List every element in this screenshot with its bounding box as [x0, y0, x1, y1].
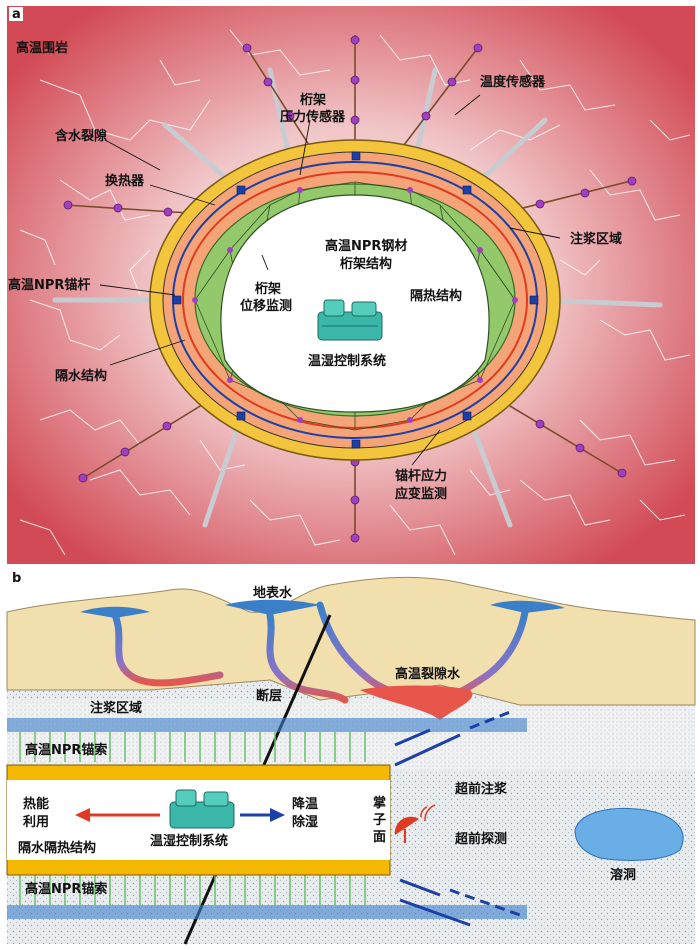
label-face-1: 掌: [373, 795, 386, 811]
label-hot-fissure-water: 高温裂隙水: [395, 666, 461, 682]
label-temperature-sensor: 温度传感器: [480, 74, 546, 90]
ground-hatch-band: [7, 700, 695, 770]
label-bolt-stress-2: 应变监测: [395, 486, 447, 502]
hot-fissure-water: [360, 685, 473, 720]
label-npr-cable-bottom: 高温NPR锚索: [25, 881, 107, 897]
label-heat-exchanger: 换热器: [105, 173, 145, 189]
label-npr-truss-2: 桁架结构: [340, 256, 392, 272]
advance-grouting-lines: [394, 710, 521, 927]
label-truss-pressure-1: 桁架: [300, 92, 326, 108]
npr-cable-lines: [19, 732, 366, 905]
label-npr-cable-top: 高温NPR锚索: [25, 742, 107, 758]
label-npr-anchor: 高温NPR锚杆: [8, 277, 90, 293]
panel-letter-bg-b: [9, 571, 23, 585]
panel-b: b 地表水 高温裂隙水 断层 注浆区域 高温NPR锚索 热能 利用 降温 除湿 …: [6, 568, 696, 945]
label-cool-2: 除湿: [292, 814, 318, 830]
label-bolt-stress-1: 锚杆应力: [395, 468, 447, 484]
arrow-right-cool: [270, 808, 285, 822]
label-face-3: 面: [373, 830, 386, 845]
label-water-fissure: 含水裂隙: [54, 128, 107, 144]
panel-letter-b: b: [12, 571, 21, 586]
label-fault: 断层: [256, 688, 282, 704]
label-high-temp-rock: 高温围岩: [16, 40, 68, 56]
label-truss-disp-1: 桁架: [255, 281, 281, 297]
monitor-nodes: [172, 151, 539, 449]
rock-fractures: [19, 29, 691, 556]
label-hvac-b: 温湿控制系统: [150, 833, 228, 849]
label-npr-truss-1: 高温NPR钢材: [325, 238, 407, 254]
npr-cable-band-top: [7, 718, 527, 732]
sensor-beads: [63, 35, 637, 543]
label-grouting-zone-b: 注浆区域: [90, 700, 142, 716]
panel-letter-bg: [9, 7, 23, 21]
hvac-unit: [317, 299, 383, 341]
sensor-line: [79, 399, 211, 481]
label-truss-pressure-2: 压力传感器: [280, 109, 346, 125]
label-heat-use-1: 热能: [23, 796, 49, 812]
label-insulation-waterproof: 隔水隔热结构: [18, 840, 96, 856]
label-face-2: 子: [373, 813, 386, 828]
label-truss-disp-2: 位移监测: [240, 298, 292, 314]
karst-cave: [574, 807, 684, 861]
npr-cable-band-bottom: [7, 905, 527, 919]
panel-letter-a: a: [12, 7, 21, 22]
label-surface-water: 地表水: [253, 585, 293, 601]
label-waterproof: 隔水结构: [55, 368, 107, 384]
flow-arrows: [75, 808, 285, 822]
panel-a: a 高温围岩 含水裂隙 温度传感器 桁架 压力传感器 换热器 注浆区域 高温NP…: [7, 6, 695, 564]
anchor-rod: [202, 417, 243, 528]
label-advance-probe: 超前探测: [455, 831, 507, 847]
leader-lines: [99, 94, 561, 466]
label-advance-grout: 超前注浆: [455, 781, 508, 797]
label-hvac-a: 温湿控制系统: [308, 353, 386, 369]
sensor-line: [499, 399, 626, 476]
hvac-unit-tunnel: [169, 789, 235, 829]
anchor-rod: [467, 417, 513, 528]
truss-joints: [192, 187, 518, 423]
label-heat-use-2: 利用: [23, 814, 49, 830]
probe-radar: [394, 804, 436, 843]
label-karst-cave: 溶洞: [610, 867, 636, 883]
arrow-left-heat: [75, 808, 90, 822]
label-grouting-zone: 注浆区域: [570, 231, 622, 247]
label-insulation: 隔热结构: [410, 288, 462, 304]
label-cool-1: 降温: [292, 796, 318, 812]
